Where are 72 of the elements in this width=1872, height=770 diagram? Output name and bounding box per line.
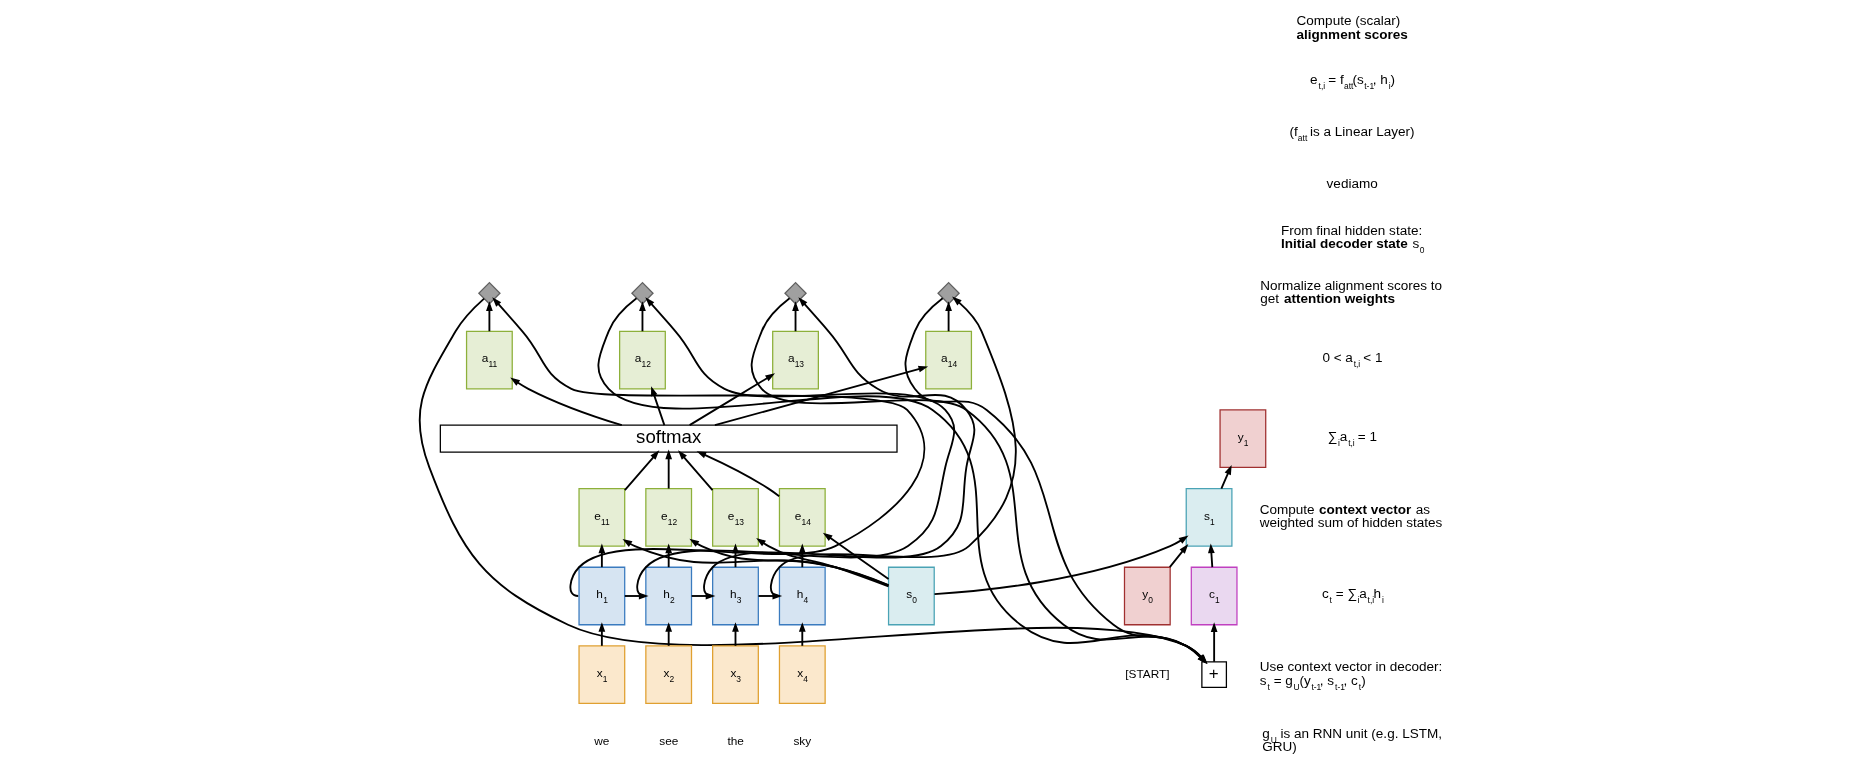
node-box: h$_{3}$ (712, 566, 759, 626)
node-label: sky (793, 733, 812, 748)
node-box: c$_{1}$ (1190, 566, 1238, 626)
arrow (651, 386, 666, 427)
node-box: a$_{13}$ (772, 330, 819, 390)
node-box: softmax (439, 424, 898, 453)
arrow (597, 297, 1208, 664)
node-box: + (1201, 661, 1228, 688)
node-box: x$_{3}$ (712, 645, 759, 705)
arrow (598, 622, 606, 647)
node-box: h$_{4}$ (778, 566, 826, 626)
arrow (792, 301, 799, 333)
arrow (623, 450, 660, 491)
node-box: s$_{0}$ (887, 566, 935, 626)
arrow (904, 297, 1207, 664)
arrow (1220, 465, 1232, 490)
arrow (750, 297, 1207, 664)
label: (f$_{att}$ is a Linear Layer) (1289, 123, 1415, 143)
node-box: e$_{13}$ (712, 487, 759, 547)
node-box: e$_{11}$ (578, 487, 626, 547)
arrow (703, 297, 976, 597)
arrow (713, 365, 929, 427)
node-box: a$_{14}$ (925, 330, 973, 390)
node-box: h$_{2}$ (645, 566, 693, 626)
label: Compute (scalar) alignment scores (1296, 13, 1408, 42)
node-label: [START] (1125, 666, 1170, 681)
arrow (665, 622, 673, 647)
arrow (418, 297, 1208, 664)
node-box: a$_{12}$ (619, 330, 666, 390)
arrow (756, 537, 890, 588)
arrow (945, 301, 952, 333)
label: ∑$_{i}$a$_{t,i}$ = 1 (1327, 429, 1378, 449)
node-label: we (594, 733, 610, 748)
node-box: x$_{4}$ (778, 645, 826, 705)
arrow (769, 296, 1017, 597)
node-label: the (727, 733, 744, 748)
arrow (1168, 544, 1189, 569)
arrow (798, 622, 806, 647)
arrow (933, 535, 1189, 596)
arrow (486, 301, 493, 333)
label: vediamo (1326, 176, 1378, 192)
node-box: x$_{2}$ (645, 645, 693, 705)
node-box: y$_{0}$ (1123, 566, 1171, 626)
node-box: e$_{12}$ (645, 487, 693, 547)
node-box: s$_{1}$ (1185, 487, 1233, 547)
arrow (1208, 543, 1215, 569)
label: 0 < a$_{t,i}$ < 1 (1322, 350, 1383, 370)
node-label: see (659, 733, 679, 748)
arrow (598, 543, 606, 569)
node-box: h$_{1}$ (578, 566, 626, 626)
node-box: a$_{11}$ (465, 330, 513, 390)
arrow (696, 451, 781, 498)
arrow (510, 377, 623, 427)
label: Compute context vector as weighted sum of hidden states (1259, 501, 1443, 531)
arrow (639, 301, 646, 333)
node-box: e$_{14}$ (778, 487, 826, 547)
arrow (1210, 622, 1218, 663)
node-box: x$_{1}$ (578, 645, 626, 705)
label: From final hidden state: Initial decoder state s$_{0}$ (1280, 222, 1425, 256)
node-box: y$_{1}$ (1219, 409, 1267, 469)
label: c$_{t}$ = ∑$_{i}$a$_{t,i}$h$_{i}$ (1321, 586, 1384, 606)
arrow (688, 373, 776, 427)
arrow (492, 297, 926, 597)
arrow (665, 449, 673, 490)
label: Use context vector in decoder: s$_{t}$ = g$_{U}$(y$_{t-1}$, s$_{t-1}$, c$_{t}$) (1259, 659, 1443, 692)
arrow (822, 532, 890, 580)
label: e$_{t,i}$ = f$_{att}$(s$_{t-1}$, h$_{i}$) (1310, 72, 1395, 92)
arrow (636, 297, 956, 597)
arrow (689, 538, 890, 587)
label: Normalize alignment scores to get attention weights (1260, 277, 1443, 307)
arrow (678, 450, 714, 491)
arrow (622, 538, 890, 586)
